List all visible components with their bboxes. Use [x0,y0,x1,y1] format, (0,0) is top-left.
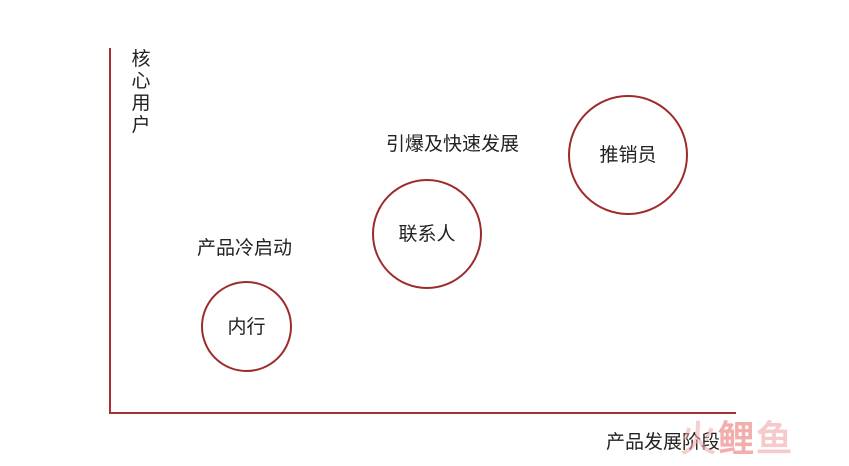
watermark-char-2: 鲤 [718,419,755,460]
circle-insider-text: 内行 [227,315,266,338]
watermark-logo: 火 鲤 鱼 [680,420,830,460]
circle-connector-text: 联系人 [398,223,456,245]
circle-insider: 内行 [201,281,292,372]
x-axis-label: 产品发展阶段 [606,431,721,453]
circle-salesman-text: 推销员 [599,144,657,166]
watermark-char-1: 火 [680,419,717,460]
x-axis [109,412,736,414]
stage-label-rapid-growth: 引爆及快速发展 [386,133,520,155]
y-axis-label: 核心用户 [131,48,151,136]
circle-salesman: 推销员 [568,95,688,215]
watermark-char-3: 鱼 [756,419,793,460]
circle-connector: 联系人 [372,179,482,289]
y-axis [109,48,111,414]
stage-label-cold-start: 产品冷启动 [197,237,293,259]
